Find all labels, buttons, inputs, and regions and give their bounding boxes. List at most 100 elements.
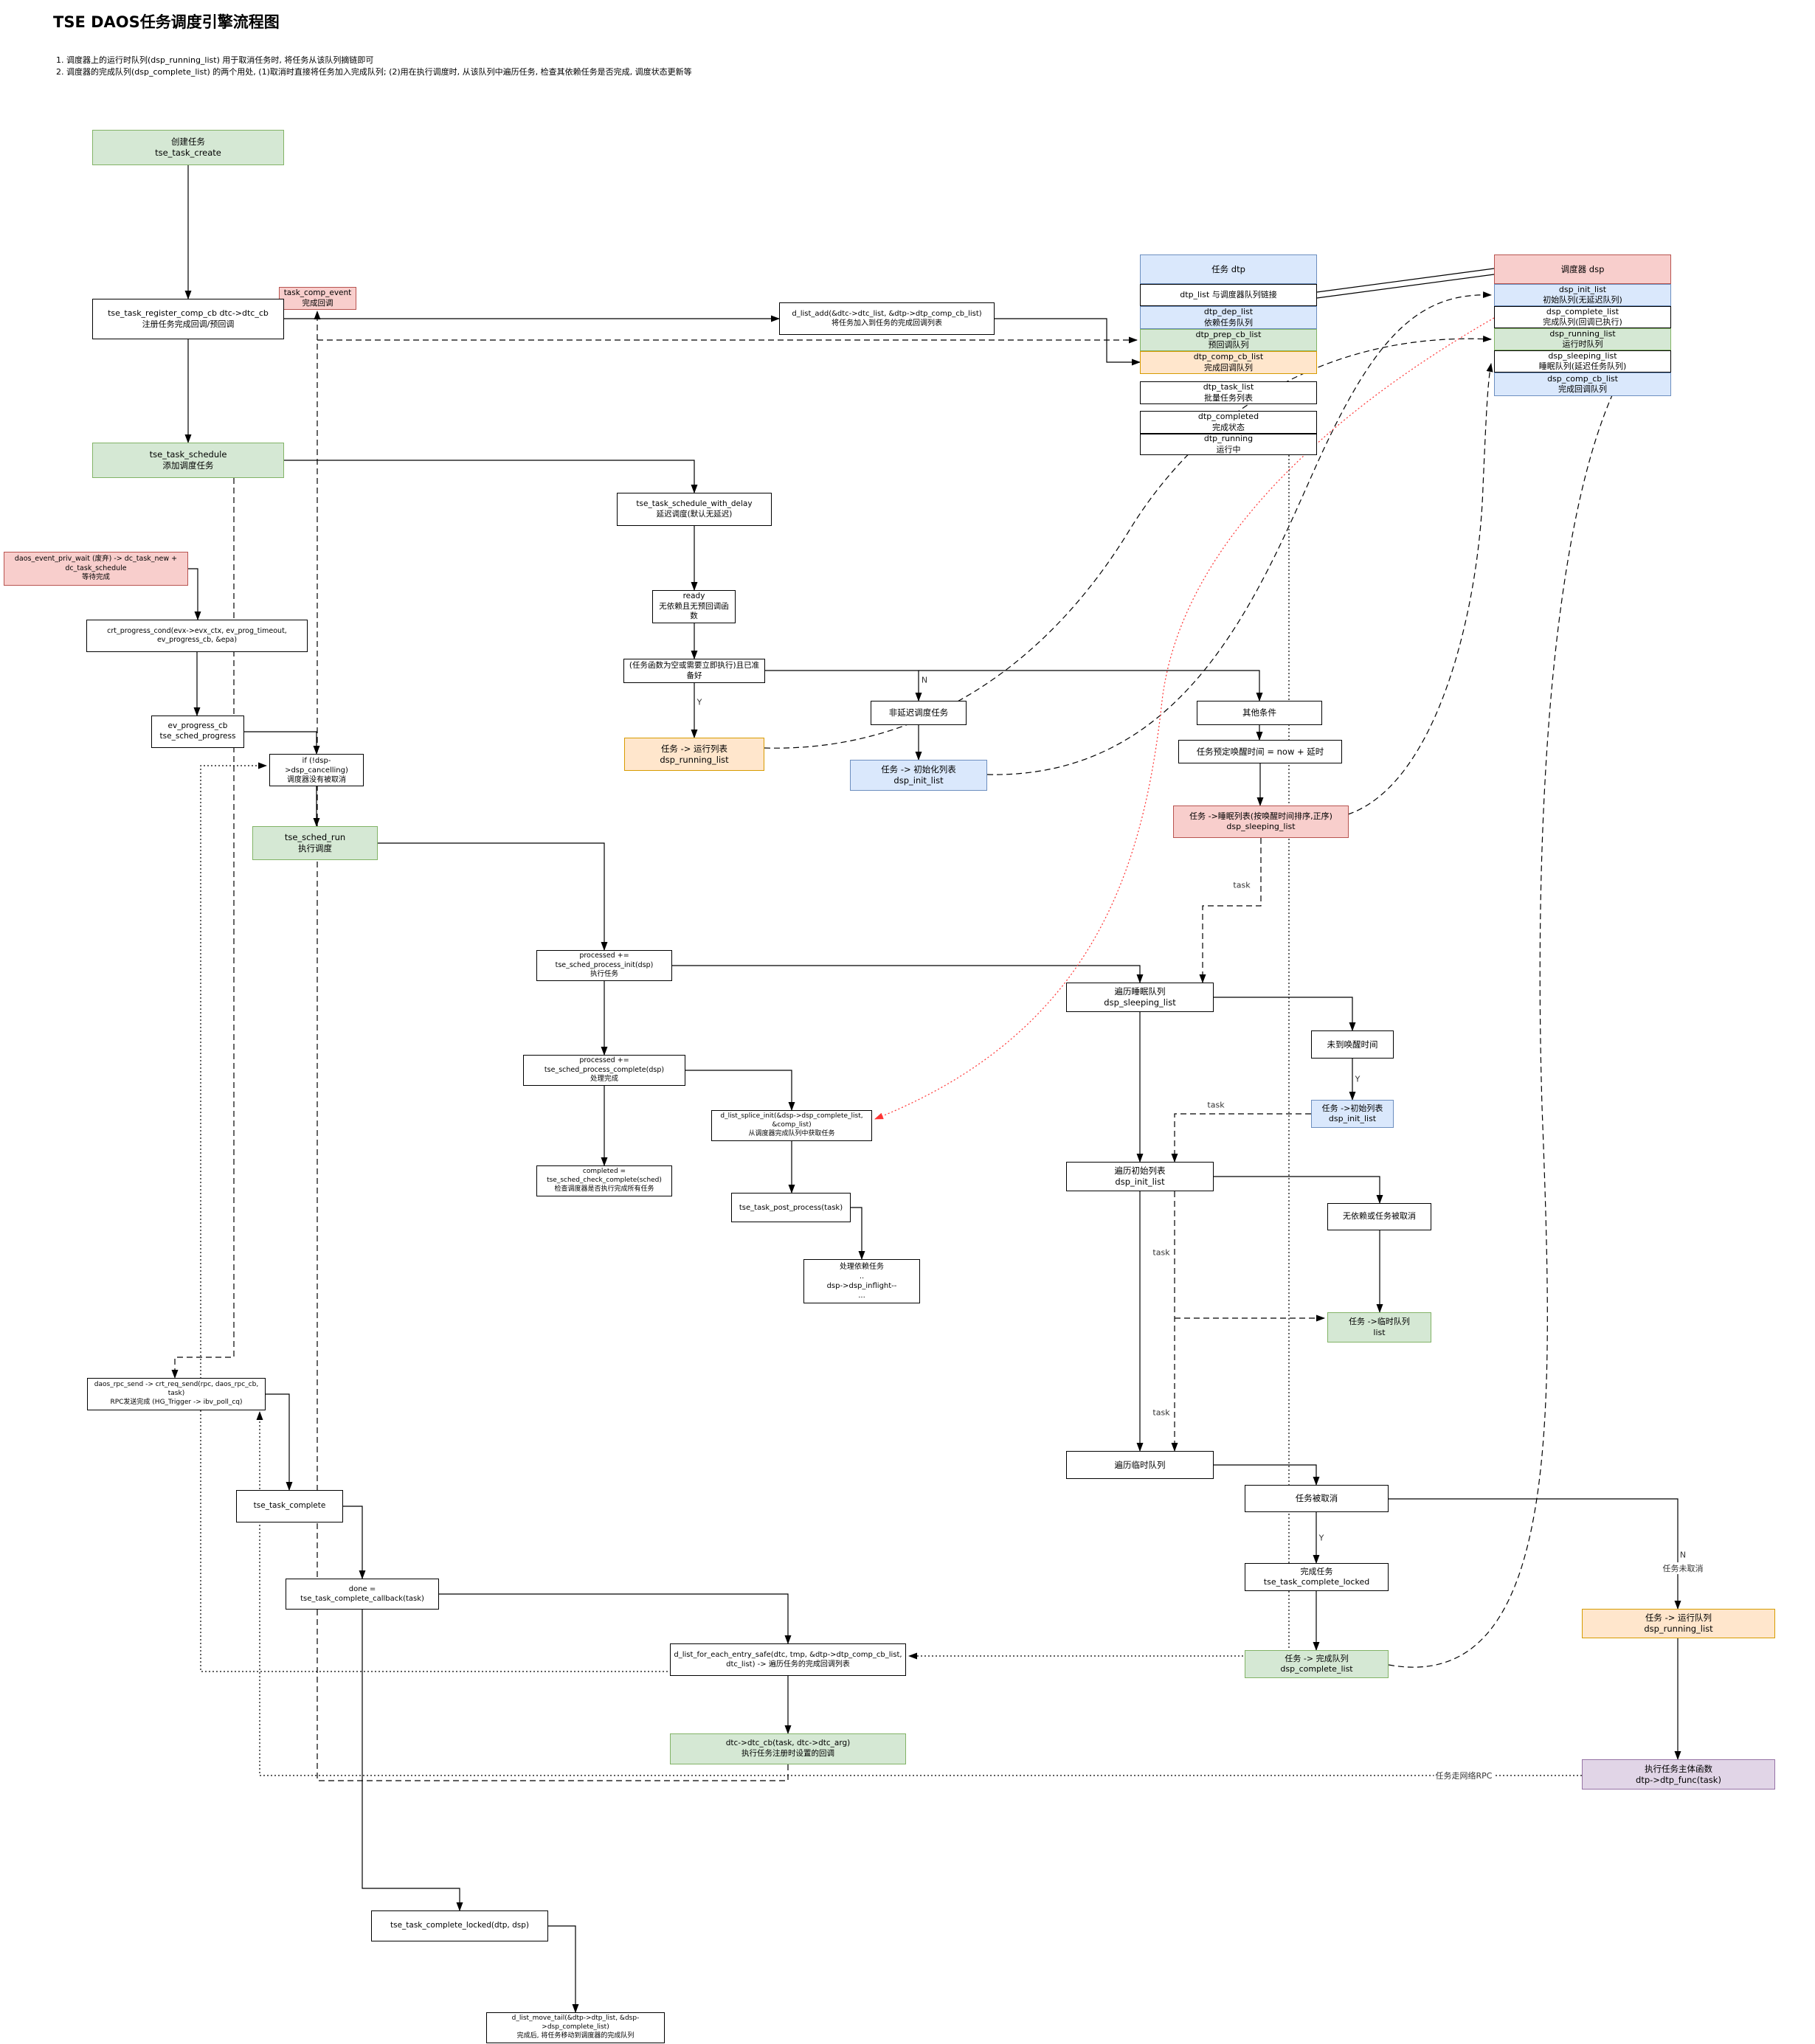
edge-func-rpc-to-rpcsend <box>256 1411 1582 1776</box>
edge-sleeping-task-to-sleepiter <box>1199 838 1262 983</box>
node-dsp-comp-cb-list-row-line: 完成回调队列 <box>1558 384 1607 394</box>
edge-dtp-dsp-link-1 <box>1316 268 1495 293</box>
edge-label: task <box>1151 1247 1172 1258</box>
node-tse-task-schedule-with-delay-line: 延迟调度(默认无延迟) <box>656 509 733 519</box>
node-daos-event-priv-wait: daos_event_priv_wait (废弃) -> dc_task_new… <box>4 552 188 586</box>
edge-label: task <box>1231 880 1252 890</box>
node-wakeup-time: 任务预定唤醒时间 = now + 延时 <box>1178 740 1342 763</box>
node-task-cancelled: 任务被取消 <box>1245 1485 1389 1512</box>
node-task-to-sleeping-list-line: dsp_sleeping_list <box>1226 822 1296 831</box>
node-not-wakeup-time: 未到唤醒时间 <box>1311 1030 1394 1059</box>
node-dtp-list-row: dtp_list 与调度器队列链接 <box>1140 284 1317 306</box>
node-iterate-init-list-line: dsp_init_list <box>1115 1177 1165 1187</box>
node-dsp-sleeping-list-row-line: 睡眠队列(延迟任务队列) <box>1538 361 1627 371</box>
node-other-condition: 其他条件 <box>1197 701 1322 725</box>
page-title: TSE DAOS任务调度引擎流程图 <box>53 13 280 31</box>
node-process-init-line: 执行任务 <box>590 970 618 979</box>
node-d-list-add-line: d_list_add(&dtc->dtc_list, &dtp->dtp_com… <box>792 310 982 318</box>
edge-dtp-compcb-to-foreach <box>908 455 1290 1660</box>
node-ev-progress-cb-line: tse_sched_progress <box>159 732 236 741</box>
node-dtc-cb-exec: dtc->dtc_cb(task, dtc->dtc_arg)执行任务注册时设置… <box>670 1733 906 1764</box>
node-other-condition-line: 其他条件 <box>1242 707 1276 718</box>
edge-decision-to-other <box>919 670 1263 701</box>
node-no-dep-or-cancelled: 无依赖或任务被取消 <box>1327 1203 1431 1230</box>
node-daos-rpc-send-line: daos_rpc_send -> crt_req_send(rpc, daos_… <box>94 1381 259 1398</box>
edge-init-to-sleepiter <box>672 965 1144 983</box>
edge-decision-to-nondelay <box>765 670 922 701</box>
node-task-to-running-queue-line: 任务 -> 运行队列 <box>1645 1612 1712 1624</box>
edge-post-to-dep <box>851 1207 865 1260</box>
node-task-comp-event-line: 完成回调 <box>302 298 333 308</box>
edge-loop-back-to-if <box>200 762 767 1672</box>
node-daos-rpc-send-line: RPC发送完成 (HG_Trigger -> ibv_poll_cq) <box>110 1398 243 1406</box>
node-iterate-temp-list: 遍历临时队列 <box>1066 1451 1214 1479</box>
node-dtp-comp-cb-list-row-line: 完成回调队列 <box>1204 362 1253 373</box>
node-iterate-sleeping-list-line: dsp_sleeping_list <box>1104 997 1176 1008</box>
node-crt-progress-cond: crt_progress_cond(evx->evx_ctx, ev_prog_… <box>86 620 308 652</box>
node-ready-decision: (任务函数为空或需要立即执行)且已准备好 <box>623 659 765 683</box>
node-non-delay-schedule: 非延迟调度任务 <box>871 701 967 725</box>
node-tse-task-complete-locked-line: tse_task_complete_locked(dtp, dsp) <box>390 1921 529 1930</box>
node-task-comp-event-line: task_comp_event <box>283 288 352 297</box>
node-exec-task-func-line: dtp->dtp_func(task) <box>1636 1774 1721 1785</box>
edge-label: Y <box>695 697 704 707</box>
node-handle-dep-tasks-line: 处理依赖任务 <box>840 1263 884 1271</box>
node-tse-task-create-line: 创建任务 <box>171 136 205 148</box>
node-d-list-for-each: d_list_for_each_entry_safe(dtc, tmp, &dt… <box>670 1643 906 1676</box>
edge-label: task <box>1206 1100 1226 1110</box>
node-exec-task-func-line: 执行任务主体函数 <box>1645 1763 1712 1774</box>
node-dtp-prep-cb-list-row-line: dtp_prep_cb_list <box>1195 329 1262 339</box>
node-dsp-table-header-line: 调度器 dsp <box>1560 263 1605 274</box>
node-tse-task-complete-callback-line: done = tse_task_complete_callback(task) <box>300 1585 424 1603</box>
node-dtp-list-row-line: dtp_list 与调度器队列链接 <box>1180 289 1277 299</box>
node-process-complete-line: processed += tse_sched_process_complete(… <box>544 1056 665 1074</box>
node-if-not-cancelling: if (!dsp->dsp_cancelling)调度器没有被取消 <box>269 754 364 786</box>
edge-label: 任务未取消 <box>1661 1562 1705 1574</box>
node-check-complete-line: completed = tse_sched_check_complete(sch… <box>547 1168 662 1185</box>
node-task-to-running-queue-line: dsp_running_list <box>1644 1624 1713 1634</box>
node-check-complete-line: 检查调度器是否执行完成所有任务 <box>554 1185 654 1193</box>
node-tse-task-create-line: tse_task_create <box>155 148 221 158</box>
edge-wait-to-progress <box>188 568 201 620</box>
node-dtp-running-row-line: 运行中 <box>1216 444 1241 454</box>
node-d-list-for-each-line: d_list_for_each_entry_safe(dtc, tmp, &dt… <box>674 1651 902 1669</box>
node-dtc-cb-exec-line: dtc->dtc_cb(task, dtc->dtc_arg) <box>725 1739 851 1748</box>
node-tse-sched-run-line: 执行调度 <box>298 843 332 853</box>
node-dtp-table-header-line: 任务 dtp <box>1211 263 1245 274</box>
node-dtp-completed-row-line: dtp_completed <box>1197 412 1259 422</box>
node-dsp-table-header: 调度器 dsp <box>1494 254 1671 284</box>
node-d-list-move-tail: d_list_move_tail(&dtp->dtp_list, &dsp->d… <box>486 2012 665 2043</box>
edge-sleepiter-to-notwake <box>1214 997 1356 1031</box>
edge-rpcsend-to-taskcomplete <box>266 1393 293 1491</box>
node-complete-task-line: 完成任务 <box>1300 1566 1333 1576</box>
edge-initlist2-task-to-inititer <box>1171 1113 1311 1163</box>
node-dsp-complete-list-row-line: dsp_complete_list <box>1546 306 1619 316</box>
node-tse-task-post-process-line: tse_task_post_process(task) <box>739 1203 843 1212</box>
node-process-init: processed += tse_sched_process_init(dsp)… <box>536 950 672 981</box>
edge-schedule-to-delay <box>284 460 698 493</box>
node-process-complete: processed += tse_sched_process_complete(… <box>523 1055 685 1086</box>
node-dtp-prep-cb-list-row-line: 预回调队列 <box>1208 340 1249 350</box>
node-ready-decision-line: (任务函数为空或需要立即执行)且已准备好 <box>629 660 760 680</box>
edge-schedule-to-rpcsend <box>171 478 235 1379</box>
edge-evcb-to-if <box>244 731 320 755</box>
node-check-complete: completed = tse_sched_check_complete(sch… <box>536 1165 672 1196</box>
edge-label: N <box>919 675 930 685</box>
node-tse-task-complete-callback: done = tse_task_complete_callback(task) <box>286 1579 439 1610</box>
